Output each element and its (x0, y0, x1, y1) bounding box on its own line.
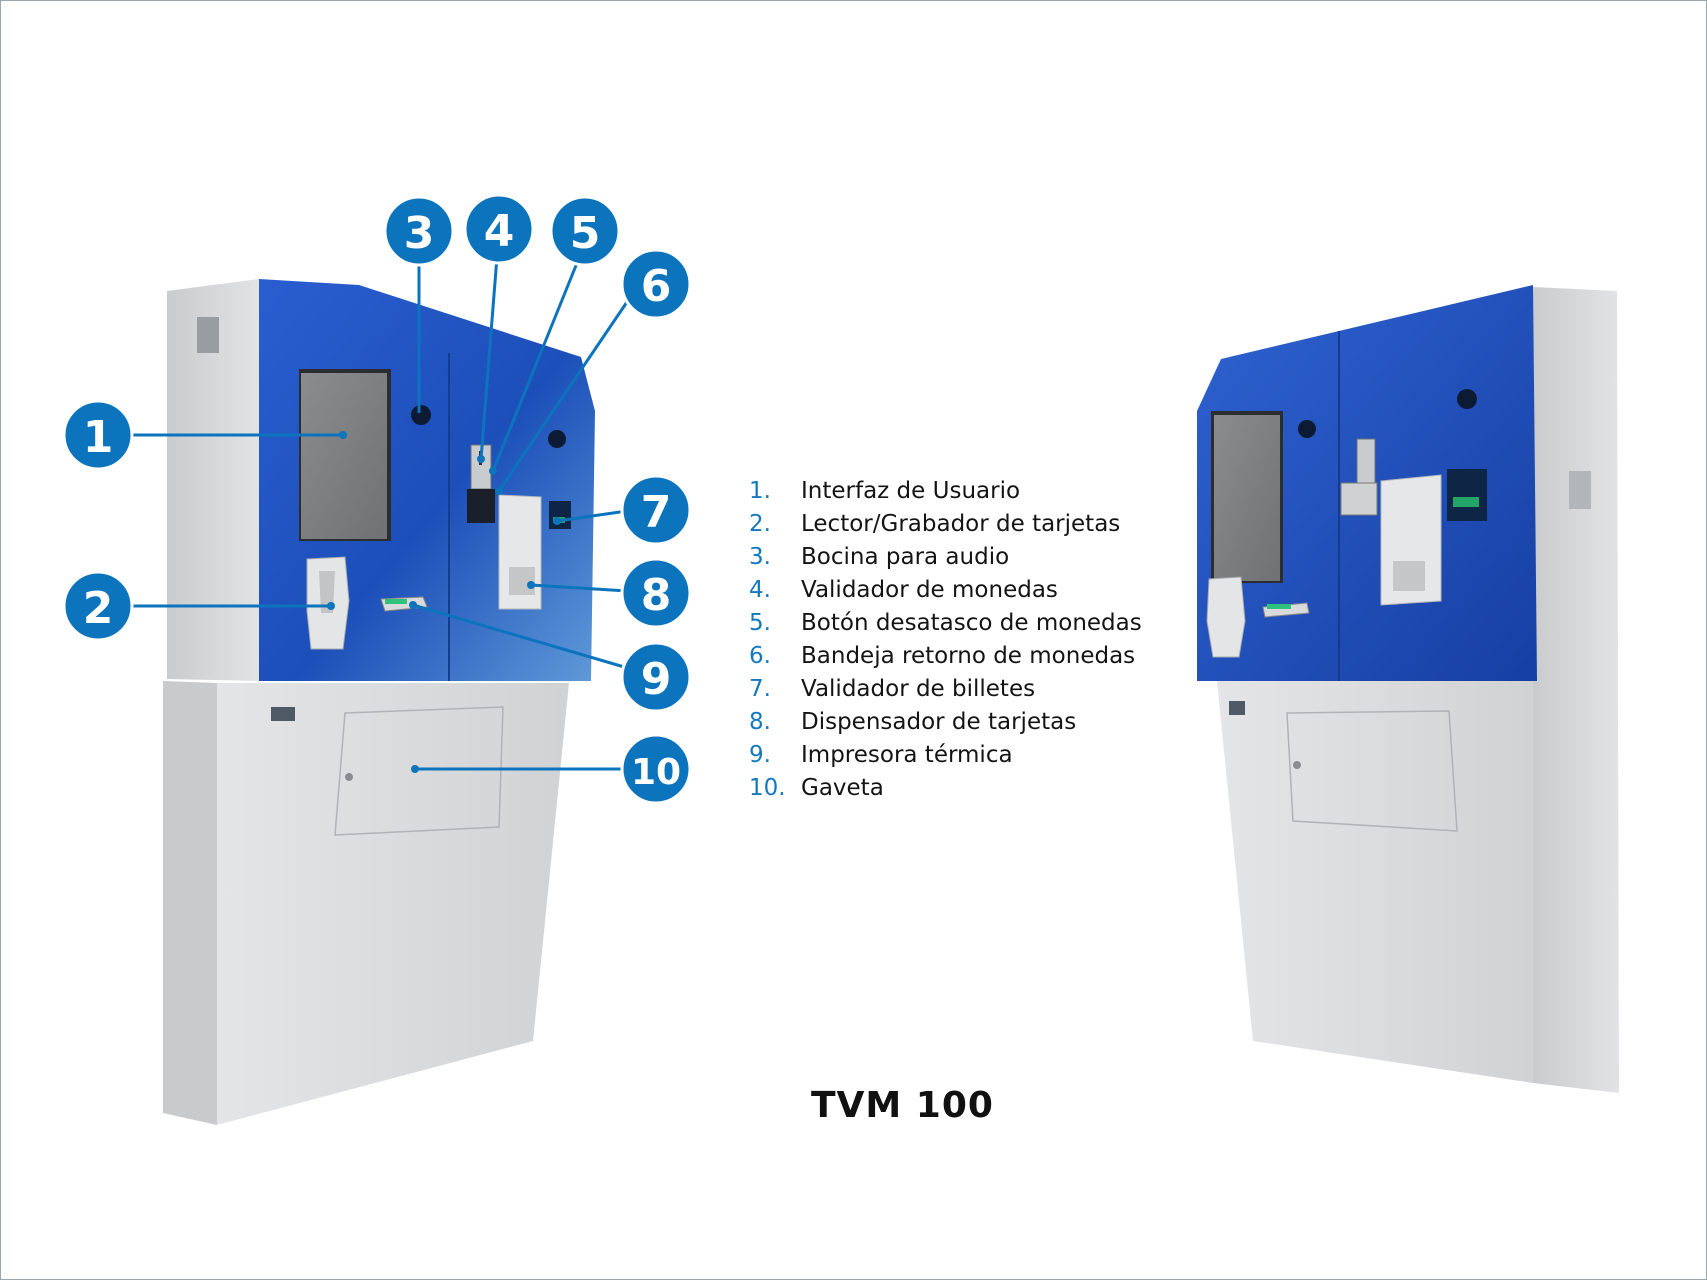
svg-text:1: 1 (83, 412, 114, 463)
legend-item: 8. Dispensador de tarjetas (749, 706, 1142, 739)
legend-number: 10. (749, 775, 786, 801)
legend-item: 5. Botón desatasco de monedas (749, 607, 1142, 640)
lock-icon-right (1293, 761, 1301, 769)
legend-number: 4. (749, 577, 771, 603)
legend-number: 8. (749, 709, 771, 735)
coin-return-tray (467, 489, 495, 523)
legend-label: Gaveta (801, 775, 884, 801)
marker-5: 5 (549, 195, 621, 267)
legend-label: Validador de monedas (801, 577, 1058, 603)
kiosk-left-screen (301, 373, 387, 539)
bill-validator (549, 501, 571, 529)
legend-item: 10. Gaveta (749, 772, 1142, 805)
callout-line-6 (497, 298, 631, 492)
speaker-icon (411, 405, 431, 425)
coin-validator-right (1356, 438, 1376, 484)
card-reader-right (1206, 576, 1246, 658)
marker-8: 8 (620, 557, 692, 629)
marker-4: 4 (463, 193, 535, 265)
speaker-icon-right-kiosk (1298, 420, 1316, 438)
marker-2: 2 (62, 570, 134, 642)
legend-item: 9. Impresora térmica (749, 739, 1142, 772)
legend-number: 3. (749, 544, 771, 570)
marker-7: 7 (620, 474, 692, 546)
coin-return-tray-right (1340, 482, 1378, 516)
svg-text:2: 2 (83, 583, 114, 634)
svg-text:7: 7 (641, 487, 672, 538)
legend-number: 2. (749, 511, 771, 537)
kiosk-left-lower-front (217, 683, 569, 1125)
marker-1: 1 (62, 399, 134, 471)
legend-label: Bocina para audio (801, 544, 1010, 570)
marker-9: 9 (620, 641, 692, 713)
svg-text:4: 4 (484, 206, 515, 257)
legend-number: 1. (749, 478, 771, 504)
label-plate-right (1229, 701, 1245, 715)
legend-label: Lector/Grabador de tarjetas (801, 511, 1121, 537)
drawer-door (334, 706, 504, 836)
callout-line-4 (479, 256, 499, 460)
callout-lines (129, 256, 632, 771)
legend-item: 3. Bocina para audio (749, 541, 1142, 574)
callout-line-9 (412, 603, 632, 671)
legend-item: 6. Bandeja retorno de monedas (749, 640, 1142, 673)
kiosk-right-lower-front (1217, 681, 1533, 1083)
callout-line-7 (556, 509, 628, 523)
kiosk-right-screen (1214, 415, 1280, 581)
legend-item: 4. Validador de monedas (749, 574, 1142, 607)
legend-item: 7. Validador de billetes (749, 673, 1142, 706)
legend-label: Validador de billetes (801, 676, 1036, 702)
legend-number: 5. (749, 610, 771, 636)
svg-text:8: 8 (641, 570, 672, 621)
legend-number: 6. (749, 643, 771, 669)
svg-text:5: 5 (570, 208, 601, 259)
legend-number: 7. (749, 676, 771, 702)
legend-item: 2. Lector/Grabador de tarjetas (749, 508, 1142, 541)
legend-item: 1. Interfaz de Usuario (749, 475, 1142, 508)
label-plate (271, 707, 295, 721)
vent-grille-icon-right (1569, 471, 1591, 509)
callout-line-8 (530, 583, 628, 593)
legend-label: Interfaz de Usuario (801, 478, 1021, 504)
product-title: TVM 100 (811, 1085, 994, 1126)
kiosk-right-top-side (1533, 287, 1619, 1093)
legend-label: Bandeja retorno de monedas (801, 643, 1136, 669)
legend-label: Dispensador de tarjetas (801, 709, 1077, 735)
kiosk-right (1197, 285, 1619, 1093)
legend-number: 9. (749, 742, 771, 768)
bill-validator-right (1447, 469, 1487, 521)
marker-10: 10 (620, 733, 692, 805)
component-legend: 1. Interfaz de Usuario 2. Lector/Grabador … (749, 475, 1142, 805)
callout-line-5 (491, 262, 579, 472)
svg-text:3: 3 (404, 208, 435, 259)
svg-text:9: 9 (641, 654, 672, 705)
svg-text:6: 6 (641, 261, 672, 312)
legend-label: Impresora térmica (801, 742, 1013, 768)
lock-icon (345, 773, 353, 781)
marker-6: 6 (620, 248, 692, 320)
drawer-door-right (1286, 710, 1458, 832)
speaker-icon-right (548, 430, 566, 448)
kiosk-left-top-side (167, 279, 259, 681)
kiosk-left (163, 279, 595, 1125)
speaker-icon-right-kiosk-2 (1457, 389, 1477, 409)
marker-3: 3 (383, 195, 455, 267)
vent-grille-icon (197, 317, 219, 353)
svg-text:10: 10 (631, 752, 681, 793)
legend-label: Botón desatasco de monedas (801, 610, 1142, 636)
kiosk-left-lower-side (163, 681, 217, 1125)
